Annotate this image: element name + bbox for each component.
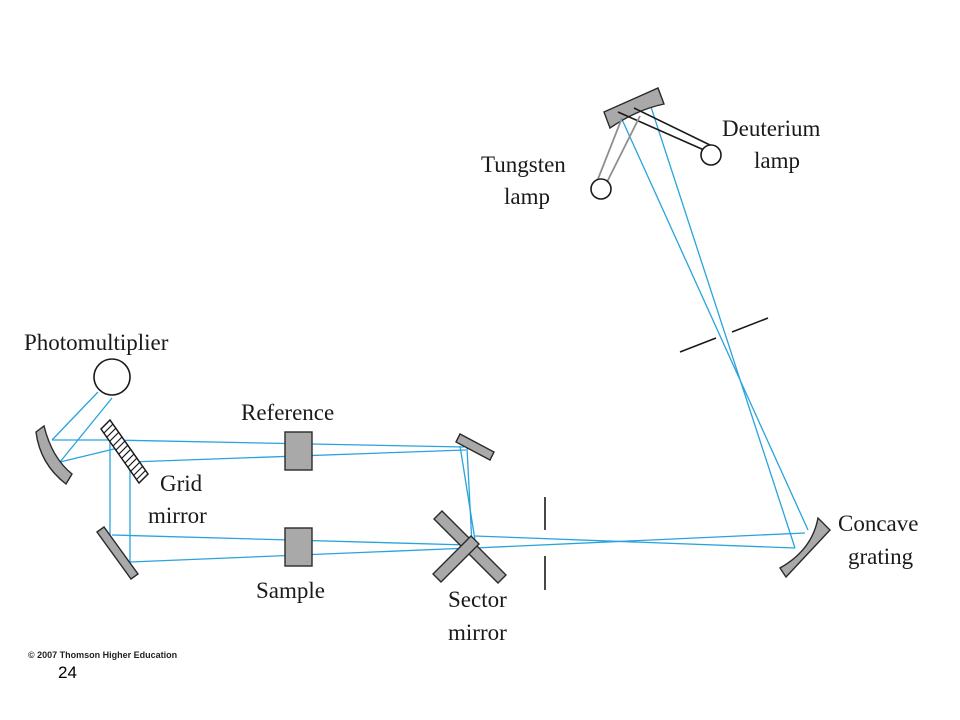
deuterium-lamp (617, 107, 722, 166)
grid-mirror-label-line1: Grid (160, 471, 203, 496)
upper-folding-mirror (455, 433, 495, 461)
sector-mirror (432, 510, 507, 584)
copyright-notice: © 2007 Thomson Higher Education (28, 650, 178, 660)
tungsten-lamp-label-line2: lamp (504, 184, 550, 209)
grid-mirror-label-line2: mirror (148, 503, 207, 528)
sample-label: Sample (256, 578, 325, 603)
tungsten-lamp (590, 115, 641, 200)
deuterium-lamp-label-line2: lamp (754, 148, 800, 173)
lower-flat-mirror (96, 526, 139, 580)
photomultiplier-tube (93, 358, 131, 396)
reference-label: Reference (241, 400, 334, 425)
concave-grating-label-line1: Concave (838, 511, 918, 536)
photomultiplier-label: Photomultiplier (24, 330, 169, 355)
tungsten-lamp-label-line1: Tungsten (481, 152, 566, 177)
light-beams (51, 103, 809, 563)
sample-cell (284, 527, 313, 567)
left-concave-mirror (35, 424, 73, 486)
concave-grating (778, 516, 831, 579)
reference-cell (284, 431, 313, 471)
grid-mirror (100, 418, 149, 485)
sector-mirror-label-line2: mirror (448, 620, 507, 645)
deuterium-lamp-label-line1: Deuterium (722, 116, 820, 141)
sector-mirror-label-line1: Sector (448, 587, 507, 612)
page-number: 24 (58, 663, 77, 682)
entrance-slit (679, 317, 769, 353)
concave-grating-label-line2: grating (848, 544, 914, 569)
